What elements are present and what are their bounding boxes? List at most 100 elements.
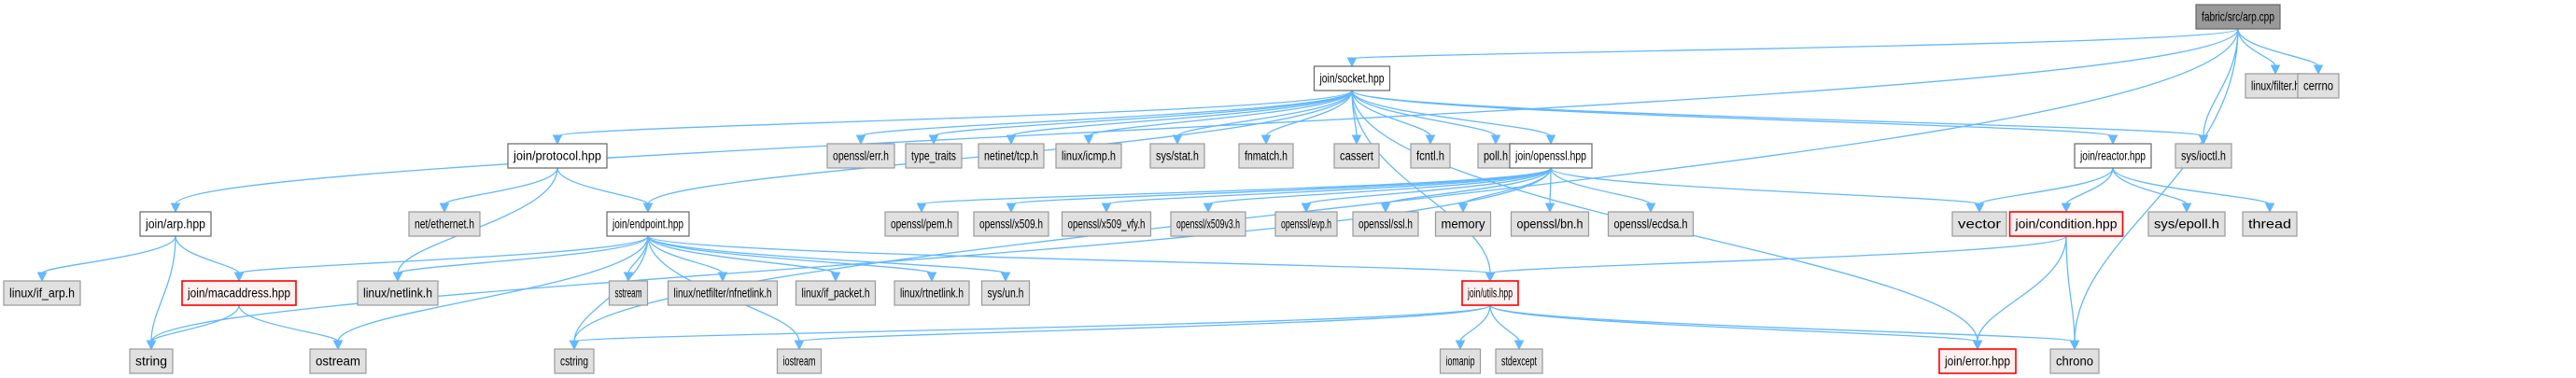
node-openssl-err[interactable]: openssl/err.h	[826, 143, 895, 169]
node-ethernet[interactable]: net/ethernet.h	[408, 211, 481, 237]
node-box[interactable]	[978, 143, 1045, 169]
node-netlink[interactable]: linux/netlink.h	[357, 280, 439, 306]
node-icmp[interactable]: linux/icmp.h	[1055, 143, 1122, 169]
node-thread[interactable]: thread	[2242, 211, 2298, 237]
node-box[interactable]	[3, 280, 81, 306]
node-box[interactable]	[2147, 211, 2226, 237]
node-box[interactable]	[2195, 4, 2281, 30]
node-box[interactable]	[2175, 143, 2232, 169]
node-memory[interactable]: memory	[1434, 211, 1492, 237]
node-box[interactable]	[776, 348, 823, 374]
node-box[interactable]	[1477, 143, 1514, 169]
node-box[interactable]	[309, 348, 367, 374]
node-type-traits[interactable]: type_traits	[905, 143, 963, 169]
node-box[interactable]	[826, 143, 895, 169]
node-pem[interactable]: openssl/pem.h	[884, 211, 959, 237]
node-ostream[interactable]: ostream	[309, 348, 367, 374]
node-x509-vfy[interactable]: openssl/x509_vfy.h	[1061, 211, 1152, 237]
node-stdexcept[interactable]: stdexcept	[1495, 348, 1543, 374]
node-rtnetlink[interactable]: linux/rtnetlink.h	[894, 280, 970, 306]
node-condition[interactable]: join/condition.hpp	[2008, 211, 2124, 237]
node-endpoint[interactable]: join/endpoint.hpp	[606, 211, 690, 237]
node-box[interactable]	[1333, 143, 1380, 169]
node-if-packet[interactable]: linux/if_packet.h	[795, 280, 877, 306]
node-vector[interactable]: vector	[1951, 211, 2007, 237]
node-box[interactable]	[2074, 143, 2152, 169]
node-box[interactable]	[894, 280, 970, 306]
node-box[interactable]	[1439, 348, 1482, 374]
node-box[interactable]	[973, 211, 1049, 237]
node-box[interactable]	[1149, 143, 1205, 169]
node-box[interactable]	[905, 143, 963, 169]
node-box[interactable]	[1313, 65, 1391, 91]
node-iostream[interactable]: iostream	[776, 348, 823, 374]
node-stat[interactable]: sys/stat.h	[1149, 143, 1205, 169]
node-un[interactable]: sys/un.h	[980, 280, 1031, 306]
node-box[interactable]	[1951, 211, 2007, 237]
node-x509v3[interactable]: openssl/x509v3.h	[1170, 211, 1246, 237]
node-box[interactable]	[1938, 348, 2017, 374]
node-chrono[interactable]: chrono	[2049, 348, 2100, 374]
node-box[interactable]	[884, 211, 959, 237]
node-x509[interactable]: openssl/x509.h	[973, 211, 1049, 237]
node-box[interactable]	[1495, 348, 1543, 374]
node-box[interactable]	[129, 348, 174, 374]
node-fnmatch[interactable]: fnmatch.h	[1238, 143, 1294, 169]
node-box[interactable]	[1509, 143, 1593, 169]
node-box[interactable]	[1434, 211, 1492, 237]
node-openssl[interactable]: join/openssl.hpp	[1509, 143, 1593, 169]
node-arp-cpp[interactable]: fabric/src/arp.cpp	[2195, 4, 2281, 30]
node-box[interactable]	[1461, 280, 1519, 306]
node-iomanip[interactable]: iomanip	[1439, 348, 1482, 374]
node-box[interactable]	[2049, 348, 2100, 374]
node-box[interactable]	[2245, 73, 2306, 99]
node-box[interactable]	[1238, 143, 1294, 169]
node-box[interactable]	[2297, 73, 2340, 99]
node-protocol[interactable]: join/protocol.hpp	[507, 143, 608, 169]
node-nfnetlink[interactable]: linux/netfilter/nfnetlink.h	[667, 280, 779, 306]
node-box[interactable]	[2008, 211, 2124, 237]
node-box[interactable]	[1607, 211, 1695, 237]
node-arp-hpp[interactable]: join/arp.hpp	[139, 211, 212, 237]
node-box[interactable]	[1061, 211, 1152, 237]
node-evp[interactable]: openssl/evp.h	[1274, 211, 1338, 237]
node-cstring[interactable]: cstring	[554, 348, 595, 374]
node-box[interactable]	[1510, 211, 1590, 237]
node-ecdsa[interactable]: openssl/ecdsa.h	[1607, 211, 1695, 237]
node-utils[interactable]: join/utils.hpp	[1461, 280, 1519, 306]
node-box[interactable]	[2242, 211, 2298, 237]
node-box[interactable]	[1274, 211, 1338, 237]
node-box[interactable]	[139, 211, 212, 237]
node-tcp[interactable]: netinet/tcp.h	[978, 143, 1045, 169]
node-box[interactable]	[408, 211, 481, 237]
node-filter[interactable]: linux/filter.h	[2245, 73, 2306, 99]
node-epoll[interactable]: sys/epoll.h	[2147, 211, 2226, 237]
node-macaddress[interactable]: join/macaddress.hpp	[181, 280, 297, 306]
node-box[interactable]	[507, 143, 608, 169]
node-sstream[interactable]: sstream	[608, 280, 649, 306]
node-if-arp[interactable]: linux/if_arp.h	[3, 280, 81, 306]
node-socket[interactable]: join/socket.hpp	[1313, 65, 1391, 91]
node-fcntl[interactable]: fcntl.h	[1410, 143, 1451, 169]
node-cassert[interactable]: cassert	[1333, 143, 1380, 169]
node-box[interactable]	[1170, 211, 1246, 237]
node-bn[interactable]: openssl/bn.h	[1510, 211, 1590, 237]
node-box[interactable]	[608, 280, 649, 306]
node-box[interactable]	[181, 280, 297, 306]
node-box[interactable]	[357, 280, 439, 306]
node-error[interactable]: join/error.hpp	[1938, 348, 2017, 374]
node-box[interactable]	[980, 280, 1031, 306]
node-ioctl[interactable]: sys/ioctl.h	[2175, 143, 2232, 169]
node-box[interactable]	[1410, 143, 1451, 169]
node-reactor[interactable]: join/reactor.hpp	[2074, 143, 2152, 169]
node-box[interactable]	[667, 280, 779, 306]
node-box[interactable]	[554, 348, 595, 374]
node-poll[interactable]: poll.h	[1477, 143, 1514, 169]
node-box[interactable]	[1352, 211, 1419, 237]
node-ssl[interactable]: openssl/ssl.h	[1352, 211, 1419, 237]
node-box[interactable]	[795, 280, 877, 306]
node-box[interactable]	[606, 211, 690, 237]
node-cerrno[interactable]: cerrno	[2297, 73, 2340, 99]
node-box[interactable]	[1055, 143, 1122, 169]
node-string[interactable]: string	[129, 348, 174, 374]
